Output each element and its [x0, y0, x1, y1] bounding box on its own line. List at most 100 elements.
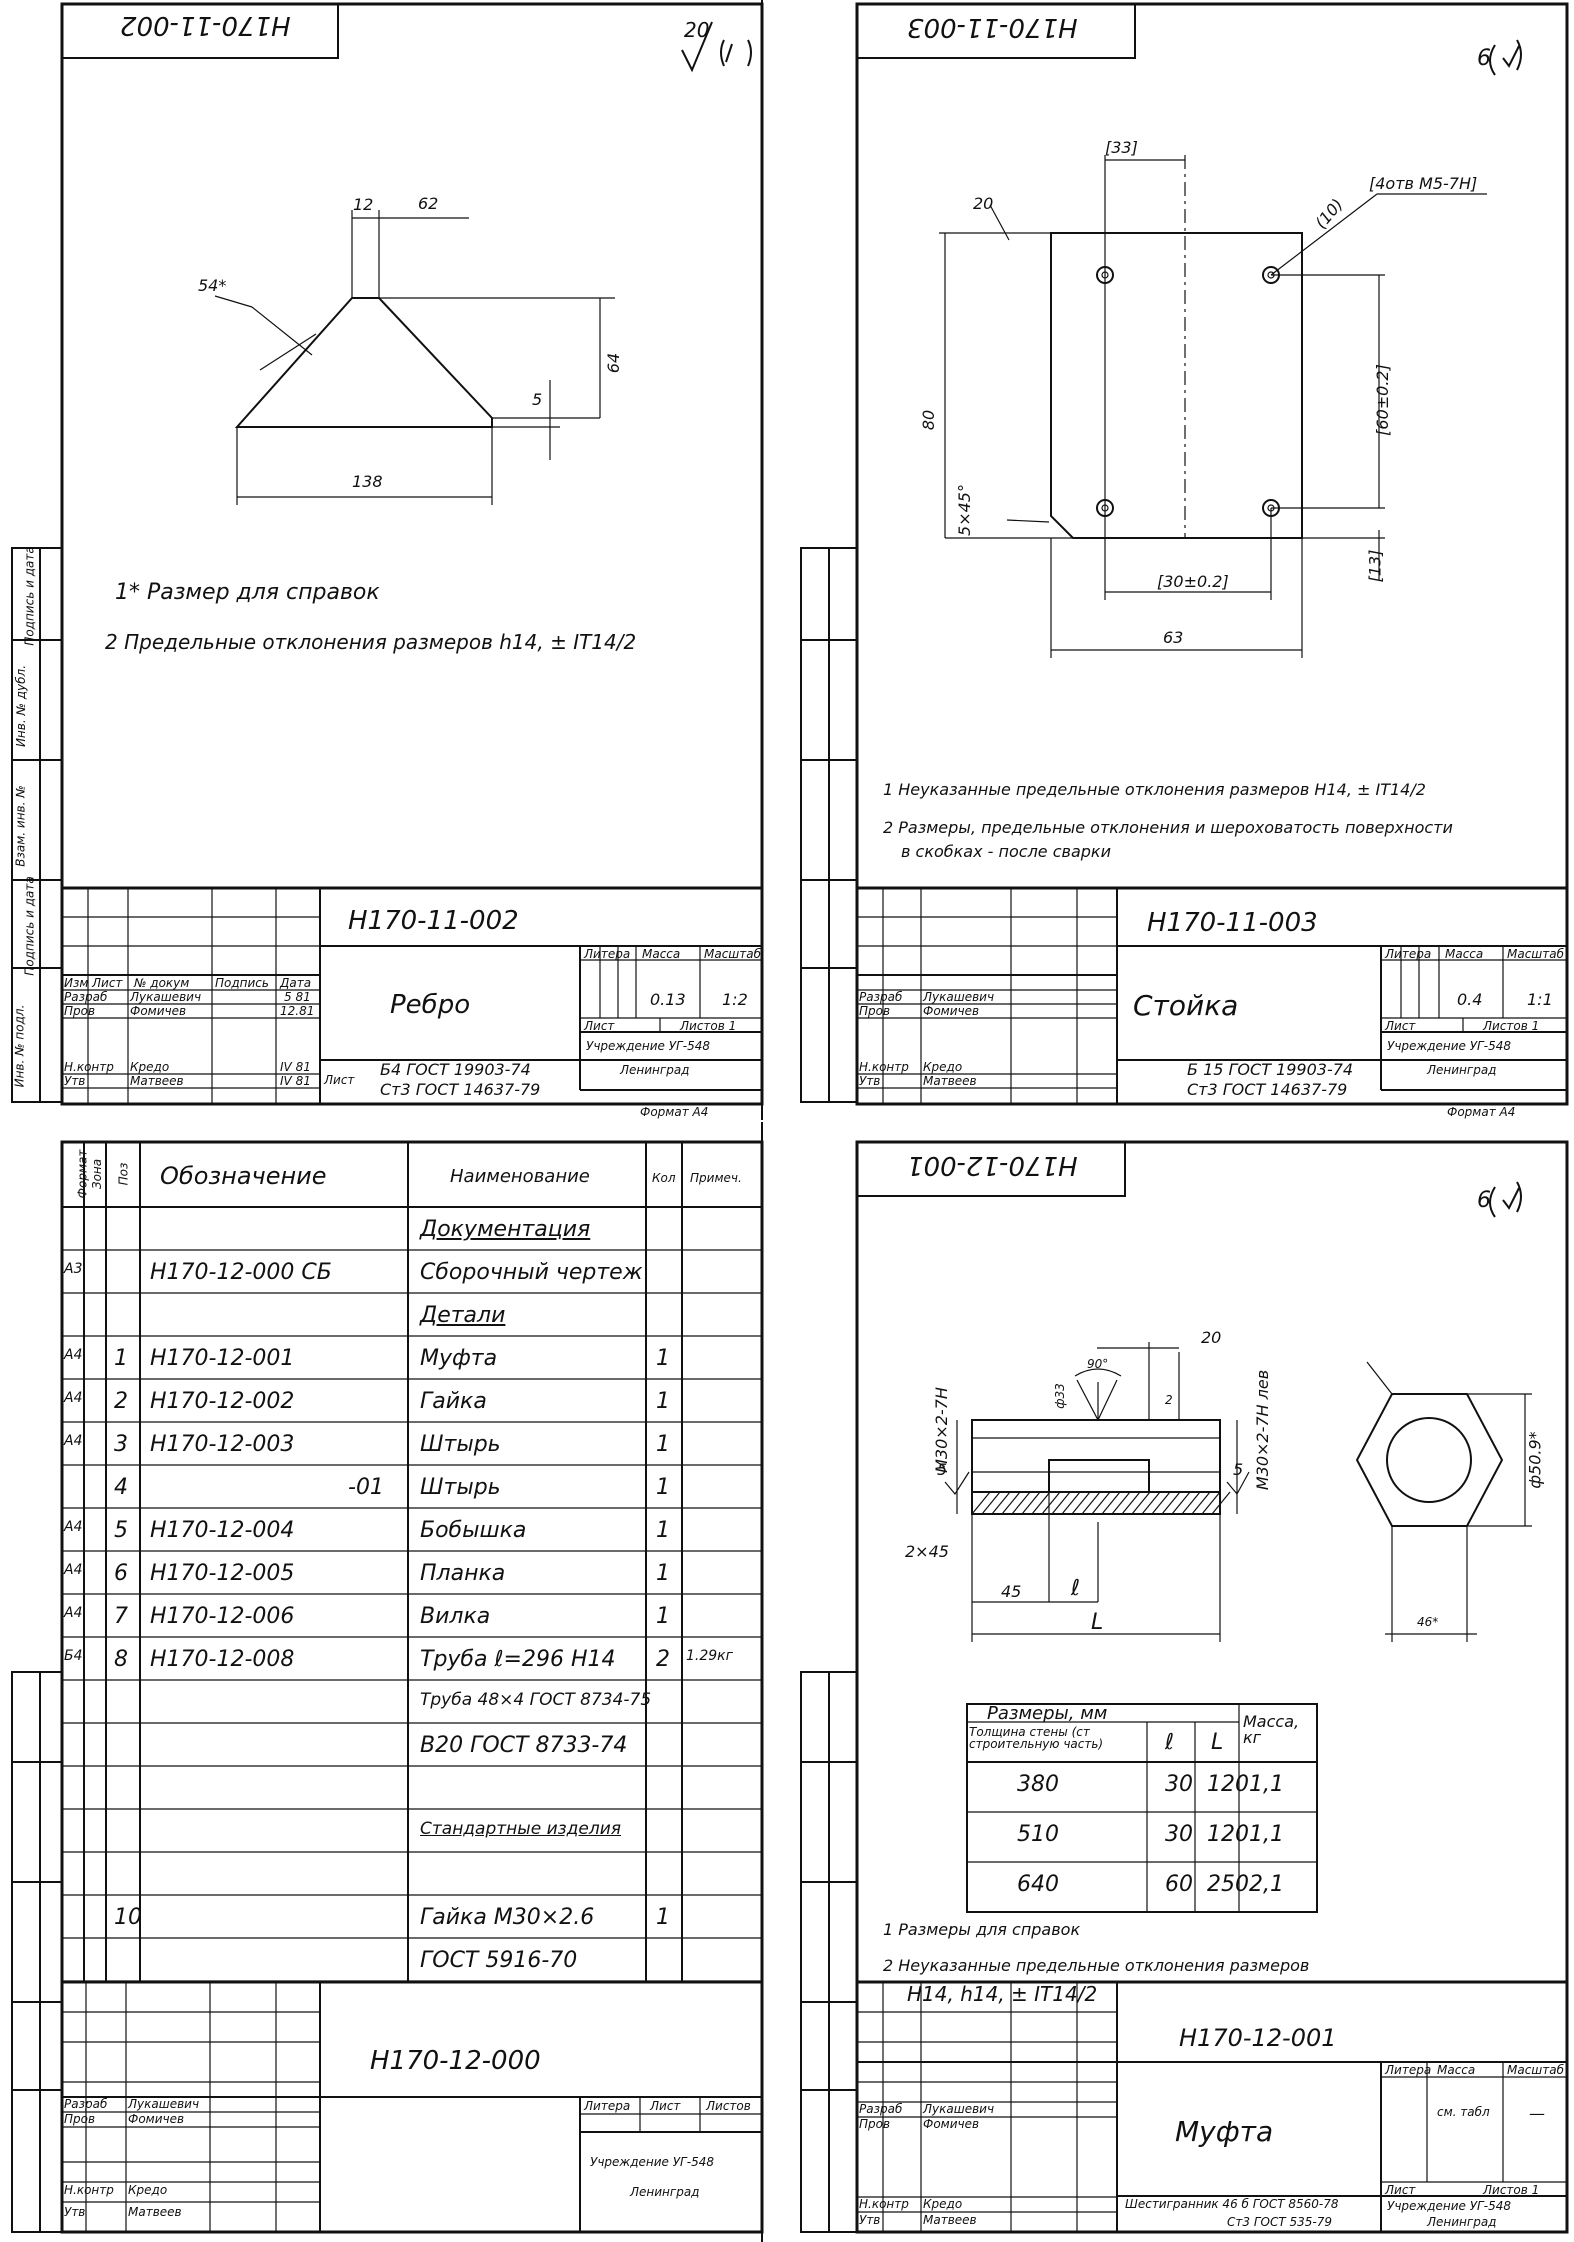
spec-poz: 5 [114, 1518, 128, 1543]
sheet2-massa: 0.4 [1457, 990, 1483, 1009]
spec-poz: 2 [114, 1389, 128, 1414]
dim-20-s4: 20 [1201, 1328, 1222, 1347]
stamp-doc: № докум [134, 976, 190, 990]
sheet2-n3: Кредо [923, 1060, 963, 1074]
sheet4-n4: Матвеев [923, 2213, 977, 2227]
dim-table-cell: 1,1 [1249, 1822, 1284, 1847]
dim-63: 63 [1163, 628, 1184, 647]
dim-64: 64 [604, 352, 624, 374]
spec-header-prim: Примеч. [690, 1171, 742, 1185]
dim-table-cell: 60 [1165, 1872, 1193, 1897]
sheet4-massa-lbl: Масса [1437, 2063, 1476, 2077]
dim-33: [33] [1105, 138, 1138, 157]
sheet1-note-1: 1* Размер для справок [115, 580, 380, 605]
stamp-dt3: IV 81 [280, 1060, 311, 1074]
sheet4-org2: Ленинград [1427, 2215, 1497, 2229]
sheet2-massa-lbl: Масса [1445, 947, 1484, 961]
spec-format: A4 [64, 1347, 83, 1363]
sheet2-n4: Матвеев [923, 1074, 977, 1088]
dim-holes: [4отв M5-7H] [1369, 174, 1478, 193]
sheet4-drawing [800, 1140, 1569, 2234]
sheet4-masht: — [1529, 2104, 1545, 2123]
sheet4-masht-lbl: Масштаб [1507, 2063, 1565, 2077]
sheet2-n2: Фомичев [923, 1004, 980, 1018]
sheet2-code-top: H170-11-003 [907, 12, 1078, 42]
spec-poz: 6 [114, 1561, 128, 1586]
sheet4-massa: см. табл [1437, 2105, 1490, 2119]
spec-poz: 4 [114, 1475, 128, 1500]
stamp-masht: Масштаб [704, 947, 762, 961]
sheet2-nkontr: Н.контр [859, 1060, 909, 1074]
sheet3-org2: Ленинград [630, 2185, 700, 2199]
sheet4-n3: Кредо [923, 2197, 963, 2211]
dim-table-h1: Размеры, мм [987, 1703, 1108, 1724]
dim-table-cell: 2,1 [1249, 1872, 1284, 1897]
sheet4-list: Лист [1385, 2183, 1416, 2197]
spec-naim: Бобышка [420, 1518, 527, 1543]
dim-80: 80 [919, 409, 939, 431]
spec-header-format: Формат [75, 1149, 90, 1199]
stamp-mat2: Ст3 ГОСТ 14637-79 [380, 1080, 541, 1099]
sheet2-masht: 1:1 [1527, 990, 1553, 1009]
stamp-prov: Пров [64, 1004, 96, 1018]
stamp-dt1: 5 81 [284, 990, 311, 1004]
stamp-org2: Ленинград [620, 1063, 690, 1077]
sheet1-stamp-lines [60, 886, 764, 1106]
stamp-date: Дата [280, 976, 312, 990]
sheet4-listov: Листов 1 [1483, 2183, 1540, 2197]
dim-table-cell: 510 [1017, 1822, 1059, 1847]
sheet4-note-1: 1 Размеры для справок [883, 1920, 1081, 1939]
sheet2-mat2: Ст3 ГОСТ 14637-79 [1187, 1080, 1348, 1099]
spec-kol: 1 [656, 1561, 670, 1586]
spec-kol: 1 [656, 1389, 670, 1414]
stamp-dt2: 12.81 [280, 1004, 315, 1018]
dim-table-cell: 30 [1165, 1822, 1193, 1847]
spec-naim: Документация [420, 1217, 591, 1242]
sheet2-drawing [800, 2, 1569, 1106]
sheet4-razrab: Разраб [859, 2102, 903, 2116]
sheet4-stamp-code: H170-12-001 [1179, 2024, 1337, 2052]
stamp-massa-value: 0.13 [650, 990, 686, 1009]
spec-oboz: H170-12-006 [150, 1604, 295, 1629]
dim-60: [60±0.2] [1372, 364, 1392, 436]
spec-naim: Труба ℓ=296 H14 [420, 1647, 616, 1672]
spec-kol: 1 [656, 1604, 670, 1629]
dim-46: 46* [1417, 1615, 1439, 1629]
stamp-massa: Масса [642, 947, 681, 961]
sheet-stoika: H170-11-003 6 [33] [4отв M5-7H] (10) 20 … [787, 0, 1574, 1120]
spec-naim: В20 ГОСТ 8733-74 [420, 1733, 628, 1758]
spec-format: A4 [64, 1605, 83, 1621]
spec-oboz: -01 [348, 1475, 384, 1500]
sheet4-note-2: 2 Неуказанные предельные отклонения разм… [883, 1956, 1310, 1975]
sheet2-note-3: в скобках - после сварки [901, 842, 1111, 861]
margin-inv-podl: Инв. № подл. [12, 1004, 27, 1088]
dim-m30-right: M30×2-7H лев [1253, 1369, 1273, 1491]
sheet3-n3: Кредо [128, 2183, 168, 2197]
dim-L: L [1091, 1610, 1104, 1635]
sheet4-stamp-name: Муфта [1175, 2115, 1274, 2148]
dim-2x45: 2×45 [905, 1542, 949, 1561]
dim-5-left: 5 [937, 1460, 948, 1479]
sheet3-prov: Пров [64, 2112, 96, 2126]
sheet3-listov: Листов [706, 2099, 751, 2113]
spec-oboz: H170-12-008 [150, 1647, 295, 1672]
dim-table-hl: ℓ [1165, 1730, 1175, 1755]
spec-naim: ГОСТ 5916-70 [420, 1948, 578, 1973]
sheet3-list: Лист [650, 2099, 681, 2113]
stamp-n3: Кредо [130, 1060, 170, 1074]
spec-poz: 7 [114, 1604, 128, 1629]
dim-table-cell: 640 [1017, 1872, 1059, 1897]
sheet3-org1: Учреждение УГ-548 [590, 2155, 714, 2169]
sheet-mufta: H170-12-001 6 20 90° ф33 2 M30×2-7H M30×… [787, 1122, 1574, 2242]
spec-naim: Гайка [420, 1389, 487, 1414]
spec-header-zona: Зона [90, 1158, 105, 1190]
dim-2: 2 [1165, 1393, 1173, 1407]
sheet2-format: Формат А4 [1447, 1105, 1516, 1119]
sheet2-razrab: Разраб [859, 990, 903, 1004]
stamp-izm: Изм [64, 976, 89, 990]
sheet2-note-1: 1 Неуказанные предельные отклонения разм… [883, 780, 1426, 799]
dim-table-cell: 30 [1165, 1772, 1193, 1797]
dim-45: 45 [1001, 1582, 1022, 1601]
spec-prim: 1.29кг [686, 1648, 733, 1664]
sheet3-litera: Литера [584, 2099, 631, 2113]
